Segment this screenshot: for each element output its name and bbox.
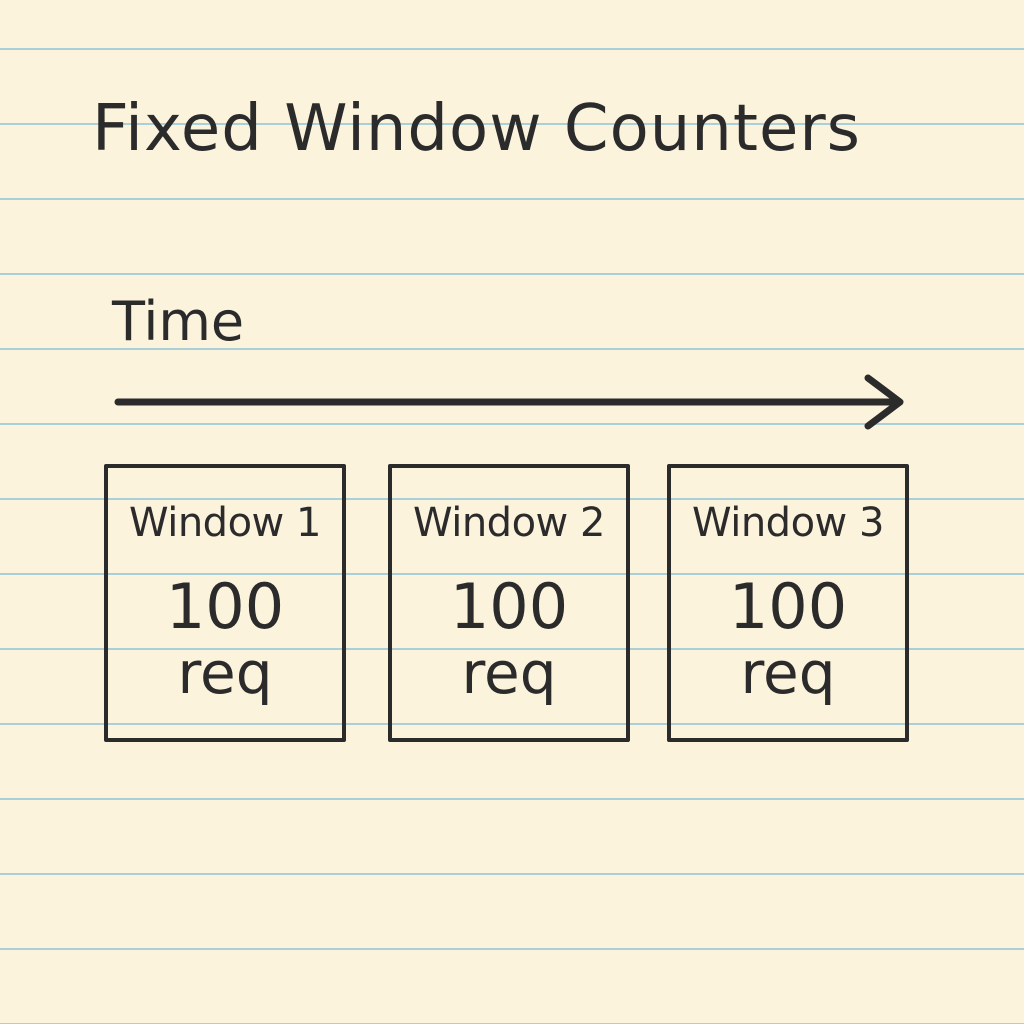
window-unit: req bbox=[740, 639, 836, 707]
window-label: Window 2 bbox=[413, 500, 605, 546]
window-count: 100 bbox=[165, 570, 285, 643]
time-axis-label: Time bbox=[112, 290, 245, 353]
window-box-3: Window 3 100 req bbox=[667, 464, 909, 742]
window-box-1: Window 1 100 req bbox=[104, 464, 346, 742]
window-box-2: Window 2 100 req bbox=[388, 464, 630, 742]
window-unit: req bbox=[461, 639, 557, 707]
window-count: 100 bbox=[728, 570, 848, 643]
window-label: Window 3 bbox=[692, 500, 884, 546]
window-label: Window 1 bbox=[129, 500, 321, 546]
diagram-title: Fixed Window Counters bbox=[92, 92, 861, 166]
time-arrow-head bbox=[864, 374, 904, 430]
window-unit: req bbox=[177, 639, 273, 707]
window-count: 100 bbox=[449, 570, 569, 643]
